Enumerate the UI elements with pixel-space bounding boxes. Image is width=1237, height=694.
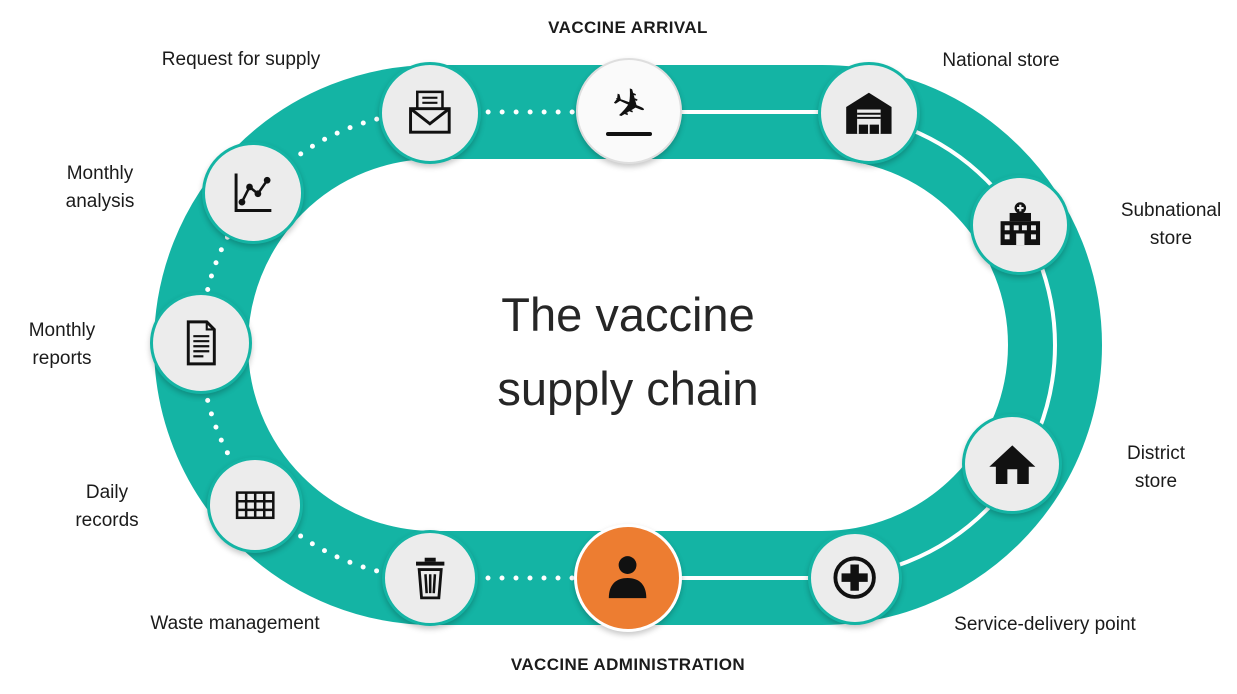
- node-service-delivery-point: [808, 531, 902, 625]
- person-icon: [609, 556, 647, 599]
- connector-solid: [628, 110, 1057, 580]
- envelope-letter-icon: [409, 90, 451, 134]
- label-national-store: National store: [942, 50, 1060, 71]
- document-icon: [186, 320, 216, 366]
- airplane-landing-icon: ✈: [604, 75, 656, 134]
- runway-line-icon: [606, 132, 652, 136]
- label-vaccine-administration: VACCINE ADMINISTRATION: [510, 655, 746, 674]
- node-daily-records: [207, 457, 303, 553]
- house-icon: [988, 445, 1036, 484]
- node-request-for-supply: [379, 62, 481, 164]
- hospital-building-icon: [1000, 201, 1040, 245]
- trash-bin-icon: [415, 557, 445, 600]
- label-daily-records: Daily records: [75, 482, 139, 531]
- label-monthly-reports: Monthly reports: [28, 320, 96, 369]
- node-national-store: [818, 62, 920, 164]
- diagram-title-line2: supply chain: [497, 362, 759, 415]
- diagram-title-line1: The vaccine: [501, 288, 755, 341]
- node-monthly-analysis: [202, 142, 304, 244]
- line-chart-icon: [234, 173, 272, 213]
- label-monthly-analysis: Monthly analysis: [65, 163, 135, 212]
- label-subnational-store: Subnational store: [1120, 200, 1222, 249]
- node-vaccine-arrival: ✈: [576, 58, 682, 164]
- label-waste-management: Waste management: [150, 613, 320, 634]
- medical-cross-icon: [833, 556, 877, 600]
- node-waste-management: [382, 530, 478, 626]
- node-monthly-reports: [150, 292, 252, 394]
- warehouse-icon: [846, 92, 892, 134]
- node-district-store: [962, 414, 1062, 514]
- diagram-title: The vaccine supply chain: [497, 278, 758, 426]
- node-vaccine-administration: [574, 524, 682, 632]
- label-vaccine-arrival: VACCINE ARRIVAL: [548, 18, 708, 37]
- label-district-store: District store: [1126, 443, 1186, 492]
- node-subnational-store: [970, 175, 1070, 275]
- table-grid-icon: [235, 491, 275, 519]
- label-service-delivery-point: Service-delivery point: [954, 614, 1136, 635]
- label-request-for-supply: Request for supply: [161, 49, 321, 70]
